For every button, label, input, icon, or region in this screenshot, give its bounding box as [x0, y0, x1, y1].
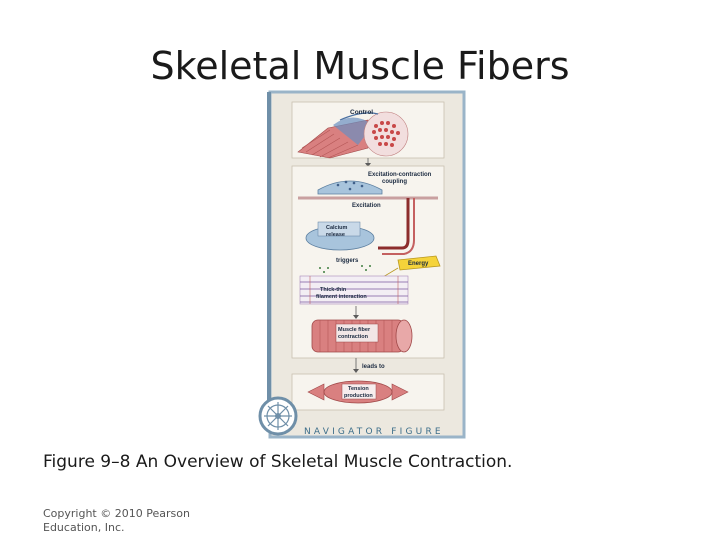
copyright-notice: Copyright © 2010 Pearson Education, Inc. — [43, 507, 203, 535]
figure-caption: Figure 9–8 An Overview of Skeletal Muscl… — [43, 452, 513, 472]
label-fiber-contraction-1: Muscle fiber — [338, 327, 371, 333]
label-excitation-contraction-1: Excitation-contraction — [368, 172, 432, 178]
label-calcium-1: Calcium — [326, 225, 348, 231]
label-excitation: Excitation — [352, 203, 381, 209]
tension-illustration — [307, 380, 409, 404]
label-thick-thin-1: Thick-thin — [320, 287, 347, 293]
navigator-compass-icon — [258, 396, 298, 436]
label-tension-1: Tension — [348, 386, 369, 392]
copyright-line-1: Copyright © 2010 Pearson — [43, 507, 190, 520]
navigator-figure-label: NAVIGATOR FIGURE — [304, 427, 444, 437]
filament-lattice — [299, 275, 409, 305]
label-control: Control — [350, 109, 373, 116]
label-tension-2: production — [344, 393, 373, 399]
copyright-line-2: Education, Inc. — [43, 521, 125, 534]
label-fiber-contraction-2: contraction — [338, 334, 369, 340]
muscle-fiber-illustration — [311, 319, 413, 353]
label-leads-to: leads to — [362, 364, 385, 370]
slide-title: Skeletal Muscle Fibers — [150, 44, 570, 88]
label-excitation-contraction-2: coupling — [382, 179, 407, 185]
label-thick-thin-2: filament interaction — [316, 294, 367, 300]
muscle-bundle-illustration — [297, 111, 409, 159]
label-energy: Energy — [408, 261, 429, 267]
label-triggers: triggers — [336, 258, 359, 264]
navigator-figure-diagram: Control Excitation-contraction coupling … — [258, 90, 466, 439]
t-tubule-loop — [378, 198, 410, 250]
label-calcium-2: release — [326, 232, 345, 238]
